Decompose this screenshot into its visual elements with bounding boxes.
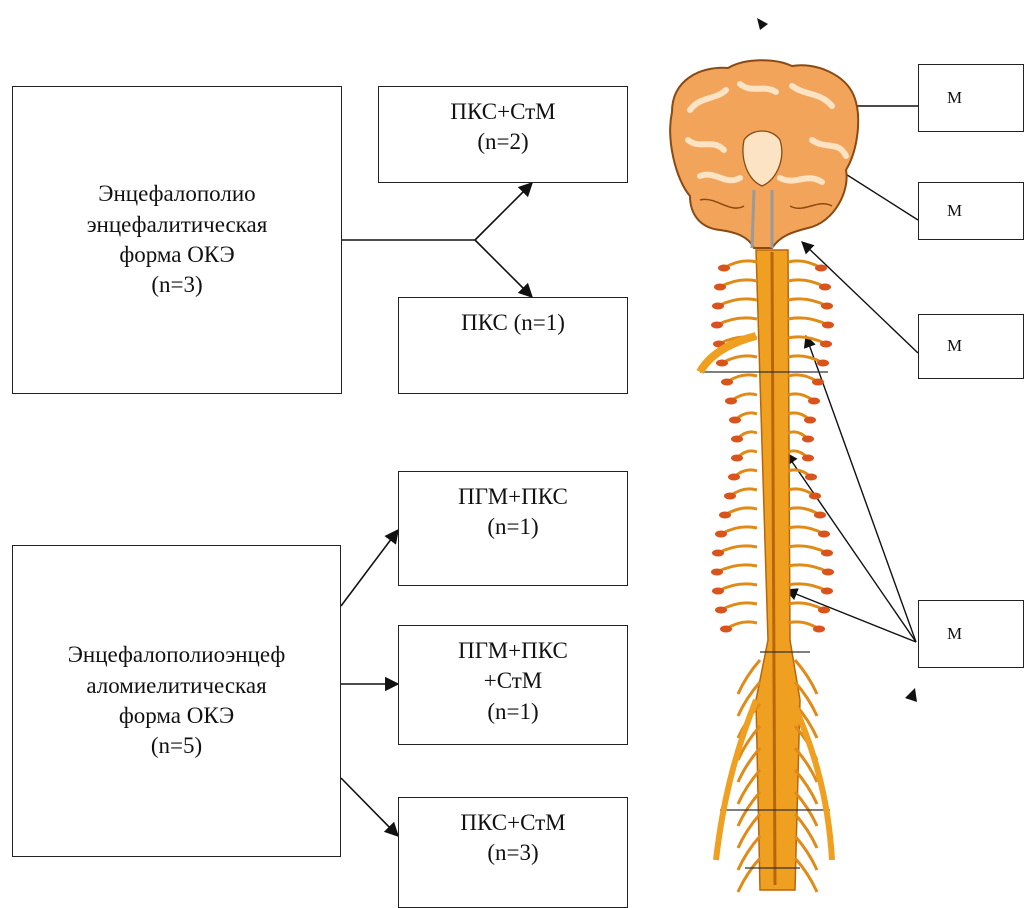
nerve-ganglion <box>805 474 817 481</box>
nerve-ganglion <box>711 569 723 576</box>
nerve-ganglion <box>821 588 833 595</box>
nerve-ganglion <box>820 341 832 348</box>
outcome-label: ПГМ+ПКС +СтМ (n=1) <box>458 636 568 727</box>
nerve-ganglion <box>813 626 825 633</box>
group-encephalomyelitic-title: Энцефалополиоэнцеф аломиелитическая форм… <box>68 640 286 761</box>
right-label-text: М <box>947 623 962 645</box>
outcome-label: ПГМ+ПКС (n=1) <box>458 482 568 543</box>
nerve-ganglion <box>724 493 736 500</box>
nerve-ganglion <box>729 417 741 424</box>
nerve-ganglion <box>719 512 731 519</box>
nerve-ganglion <box>720 626 732 633</box>
nerve-ganglion <box>815 265 827 272</box>
nerve-ganglion <box>712 588 724 595</box>
nerve-root <box>738 660 760 694</box>
nerve-root <box>717 318 757 325</box>
nerve-ganglion <box>712 303 724 310</box>
nerve-ganglion <box>812 379 824 386</box>
nerve-ganglion <box>822 569 834 576</box>
nerve-root <box>788 584 827 591</box>
nerve-ganglion <box>728 474 740 481</box>
nerve-ganglion <box>715 607 727 614</box>
nerve-ganglion <box>721 379 733 386</box>
right-label-text: М <box>947 200 962 222</box>
outcome-box-pks-stm-3: ПКС+СтМ (n=3) <box>398 797 628 908</box>
right-label-1: М <box>918 64 1024 132</box>
nerve-ganglion <box>715 531 727 538</box>
outcome-label: ПКС (n=1) <box>461 308 565 338</box>
outcome-box-pks-stm-2: ПКС+СтМ (n=2) <box>378 86 628 183</box>
group-encephalomyelitic-box: Энцефалополиоэнцеф аломиелитическая форм… <box>12 545 341 857</box>
nerve-root <box>717 565 757 572</box>
nerve-root <box>788 318 828 325</box>
nerve-ganglion <box>725 398 737 405</box>
nerve-ganglion <box>731 455 743 462</box>
spinal-cord-illustration <box>700 250 834 892</box>
brain-illustration <box>670 60 858 248</box>
nerve-root <box>718 584 757 591</box>
group-encephalopolio-title: Энцефалополио энцефалитическая форма ОКЭ… <box>87 179 268 300</box>
outcome-label: ПКС+СтМ (n=2) <box>450 97 555 158</box>
nerve-ganglion <box>814 512 826 519</box>
nerve-ganglion <box>711 322 723 329</box>
right-label-2: М <box>918 182 1024 240</box>
nerve-ganglion <box>731 436 743 443</box>
outcome-box-pgm-pks-stm-1: ПГМ+ПКС +СтМ (n=1) <box>398 625 628 745</box>
nerve-ganglion <box>802 436 814 443</box>
nerve-ganglion <box>818 607 830 614</box>
right-label-4: М <box>918 600 1024 668</box>
nerve-root <box>718 546 757 553</box>
nerve-root <box>718 299 757 306</box>
nerve-root <box>788 565 828 572</box>
nerve-root <box>788 546 827 553</box>
nerve-ganglion <box>804 417 816 424</box>
nerve-ganglion <box>821 550 833 557</box>
right-label-3: М <box>918 314 1024 379</box>
nerve-ganglion <box>822 322 834 329</box>
nerve-ganglion <box>714 284 726 291</box>
nerve-ganglion <box>818 531 830 538</box>
outcome-box-pgm-pks-1: ПГМ+ПКС (n=1) <box>398 471 628 586</box>
nerve-ganglion <box>802 455 814 462</box>
nerve-root <box>788 299 827 306</box>
nerve-ganglion <box>808 398 820 405</box>
nerve-ganglion <box>817 360 829 367</box>
nerve-ganglion <box>819 284 831 291</box>
outcome-label: ПКС+СтМ (n=3) <box>460 808 565 869</box>
nerve-ganglion <box>809 493 821 500</box>
nerve-ganglion <box>821 303 833 310</box>
group-encephalopolio-box: Энцефалополио энцефалитическая форма ОКЭ… <box>12 86 342 394</box>
right-label-text: М <box>947 335 962 357</box>
nerve-ganglion <box>718 265 730 272</box>
nerve-ganglion <box>716 360 728 367</box>
right-label-text: М <box>947 87 962 109</box>
nerve-ganglion <box>712 550 724 557</box>
outcome-box-pks-1: ПКС (n=1) <box>398 297 628 394</box>
